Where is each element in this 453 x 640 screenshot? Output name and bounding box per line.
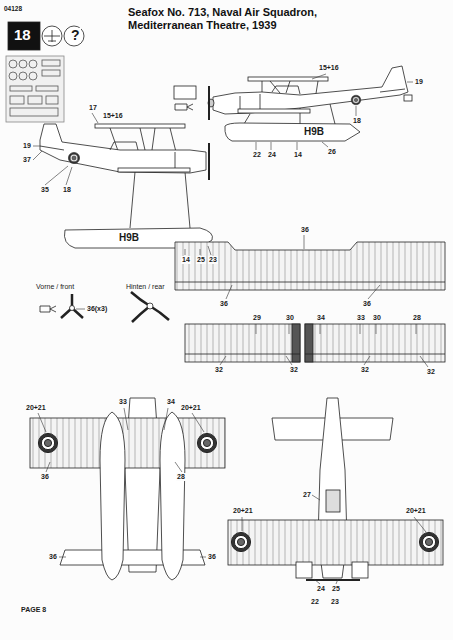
callout-number: 19: [414, 78, 424, 86]
page-title: Seafox No. 713, Naval Air Squadron, Medi…: [128, 6, 343, 32]
callout-number: 28: [412, 314, 422, 322]
help-icon: ?: [70, 28, 81, 43]
callout-number: 22: [252, 151, 262, 159]
callout-number: 29: [252, 314, 262, 322]
callout-number: 14: [293, 151, 303, 159]
callout-number: 28: [176, 473, 186, 481]
callout-number: 15+16: [102, 112, 124, 120]
callout-number: 32: [214, 366, 224, 374]
view-label: Vorne / front: [35, 283, 75, 291]
callout-number: 30: [285, 314, 295, 322]
callout-number: 25: [196, 256, 206, 264]
callout-number: 37: [22, 156, 32, 164]
callout-number: 36: [362, 300, 372, 308]
callout-number: 32: [360, 366, 370, 374]
callout-number: 36(x3): [86, 305, 108, 313]
callout-number: 20+21: [232, 507, 254, 515]
page-number: PAGE 8: [20, 606, 47, 614]
callout-number: 36: [300, 226, 310, 234]
callout-number: 34: [316, 314, 326, 322]
view-label: Hinten / rear: [125, 283, 166, 291]
callout-number: 30: [372, 314, 382, 322]
callout-number: 27: [302, 491, 312, 499]
callout-number: 23: [330, 598, 340, 606]
callout-number: 20+21: [25, 404, 47, 412]
callout-number: 33: [356, 314, 366, 322]
callout-number: 26: [327, 148, 337, 156]
callout-number: 36: [48, 553, 58, 561]
callout-number: 34: [166, 398, 176, 406]
callout-number: 35: [40, 186, 50, 194]
callout-number: 15+16: [318, 64, 340, 72]
document-number: 04128: [3, 5, 23, 12]
callout-number: 36: [219, 300, 229, 308]
callout-number: 23: [208, 256, 218, 264]
callout-number: 20+21: [180, 404, 202, 412]
callout-number: 32: [289, 366, 299, 374]
callout-number: 24: [316, 585, 326, 593]
callout-number: 18: [62, 186, 72, 194]
callout-number: 19: [22, 142, 32, 150]
callout-number: 24: [267, 151, 277, 159]
callout-number: 22: [310, 598, 320, 606]
float-marking: H9B: [303, 126, 325, 137]
scale-badge: 18: [13, 27, 32, 44]
callout-number: 25: [331, 585, 341, 593]
callout-number: 36: [207, 553, 217, 561]
callout-number: 18: [352, 117, 362, 125]
callout-number: 14: [181, 256, 191, 264]
callout-number: 36: [40, 473, 50, 481]
callout-number: 17: [88, 104, 98, 112]
callout-number: 32: [426, 368, 436, 376]
callout-number: 33: [118, 398, 128, 406]
callout-number: 20+21: [405, 507, 427, 515]
float-marking: H9B: [118, 232, 140, 243]
